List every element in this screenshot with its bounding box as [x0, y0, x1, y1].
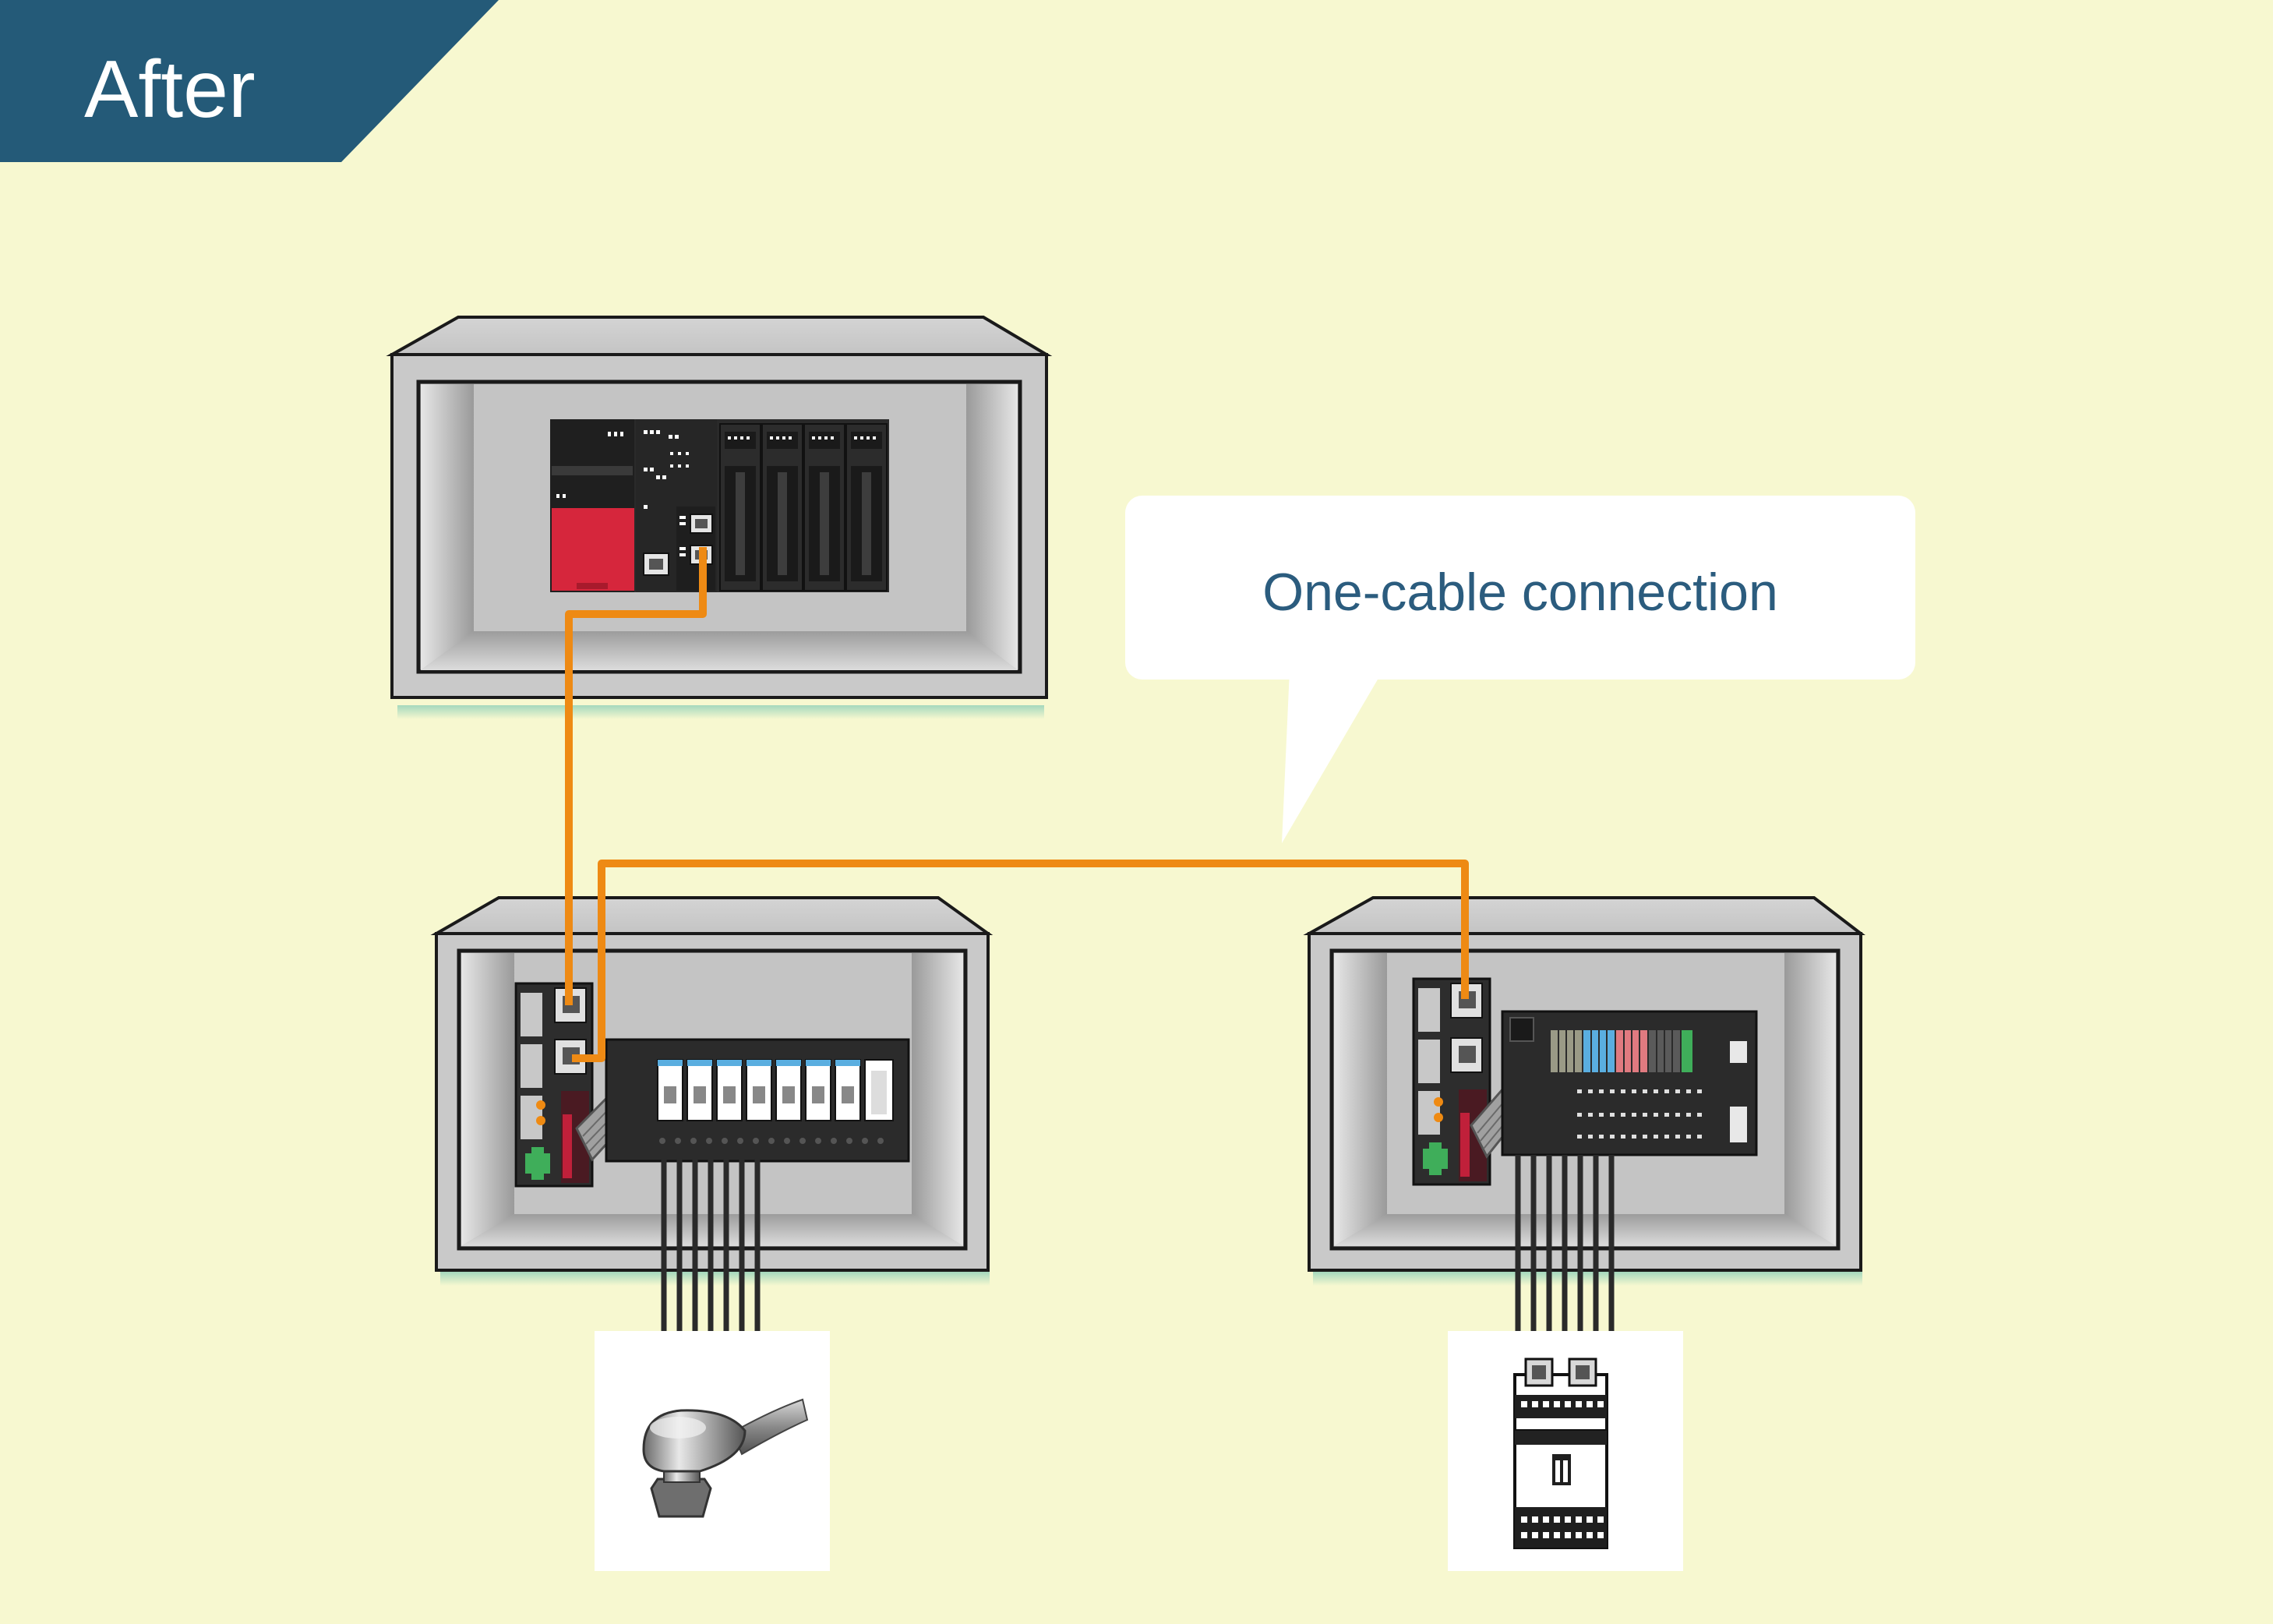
- remote-panel-right: [1303, 896, 1865, 1331]
- banner: After: [0, 0, 499, 162]
- plc-io-module: [761, 423, 803, 591]
- proximity-sensor-icon: [642, 1398, 809, 1518]
- contactor-icon: [1513, 1357, 1608, 1549]
- network-cable: [565, 547, 1469, 1062]
- plc-io-module: [719, 423, 761, 591]
- remote-io-node-icon: [1412, 977, 1491, 1186]
- callout-bubble: One-cable connection: [1125, 496, 1915, 843]
- cable-plc-to-left: [565, 547, 707, 1005]
- status-led-icon: [1434, 1097, 1443, 1107]
- banner-label: After: [84, 44, 256, 135]
- io-led-module-icon: [1501, 1010, 1758, 1156]
- enclosure-lid: [1303, 896, 1865, 935]
- enclosure-shadow: [397, 705, 1044, 719]
- status-led-icon: [536, 1116, 545, 1125]
- callout-pointer: [1282, 670, 1383, 843]
- callout-text: One-cable connection: [1262, 563, 1778, 622]
- terminal-connector-icon: [1423, 1142, 1448, 1175]
- remote-io-node-icon: [514, 982, 594, 1188]
- enclosure-lid: [430, 896, 994, 935]
- status-led-icon: [536, 1100, 545, 1110]
- control-panel-enclosure: [386, 316, 1053, 719]
- plc-rack-icon: [550, 419, 889, 592]
- coupler-port-out-icon: [1450, 1037, 1483, 1073]
- enclosure-lid: [386, 316, 1053, 356]
- status-led-icon: [1434, 1113, 1443, 1122]
- plc-io-module: [845, 423, 888, 591]
- banner-shape: [0, 0, 499, 162]
- plc-io-module: [803, 423, 845, 591]
- callout-box: [1125, 496, 1915, 680]
- field-wires: [661, 1160, 761, 1331]
- cable-left-to-right: [572, 860, 1469, 1062]
- contactor-card: [1448, 1331, 1683, 1571]
- terminal-connector-icon: [525, 1147, 550, 1180]
- remote-panel-left: [430, 896, 994, 1331]
- field-wires: [1515, 1155, 1615, 1331]
- plc-io-modules: [719, 423, 888, 591]
- sensor-card: [595, 1331, 830, 1571]
- plc-red-panel: [552, 508, 634, 591]
- io-terminal-module-icon: [605, 1038, 910, 1163]
